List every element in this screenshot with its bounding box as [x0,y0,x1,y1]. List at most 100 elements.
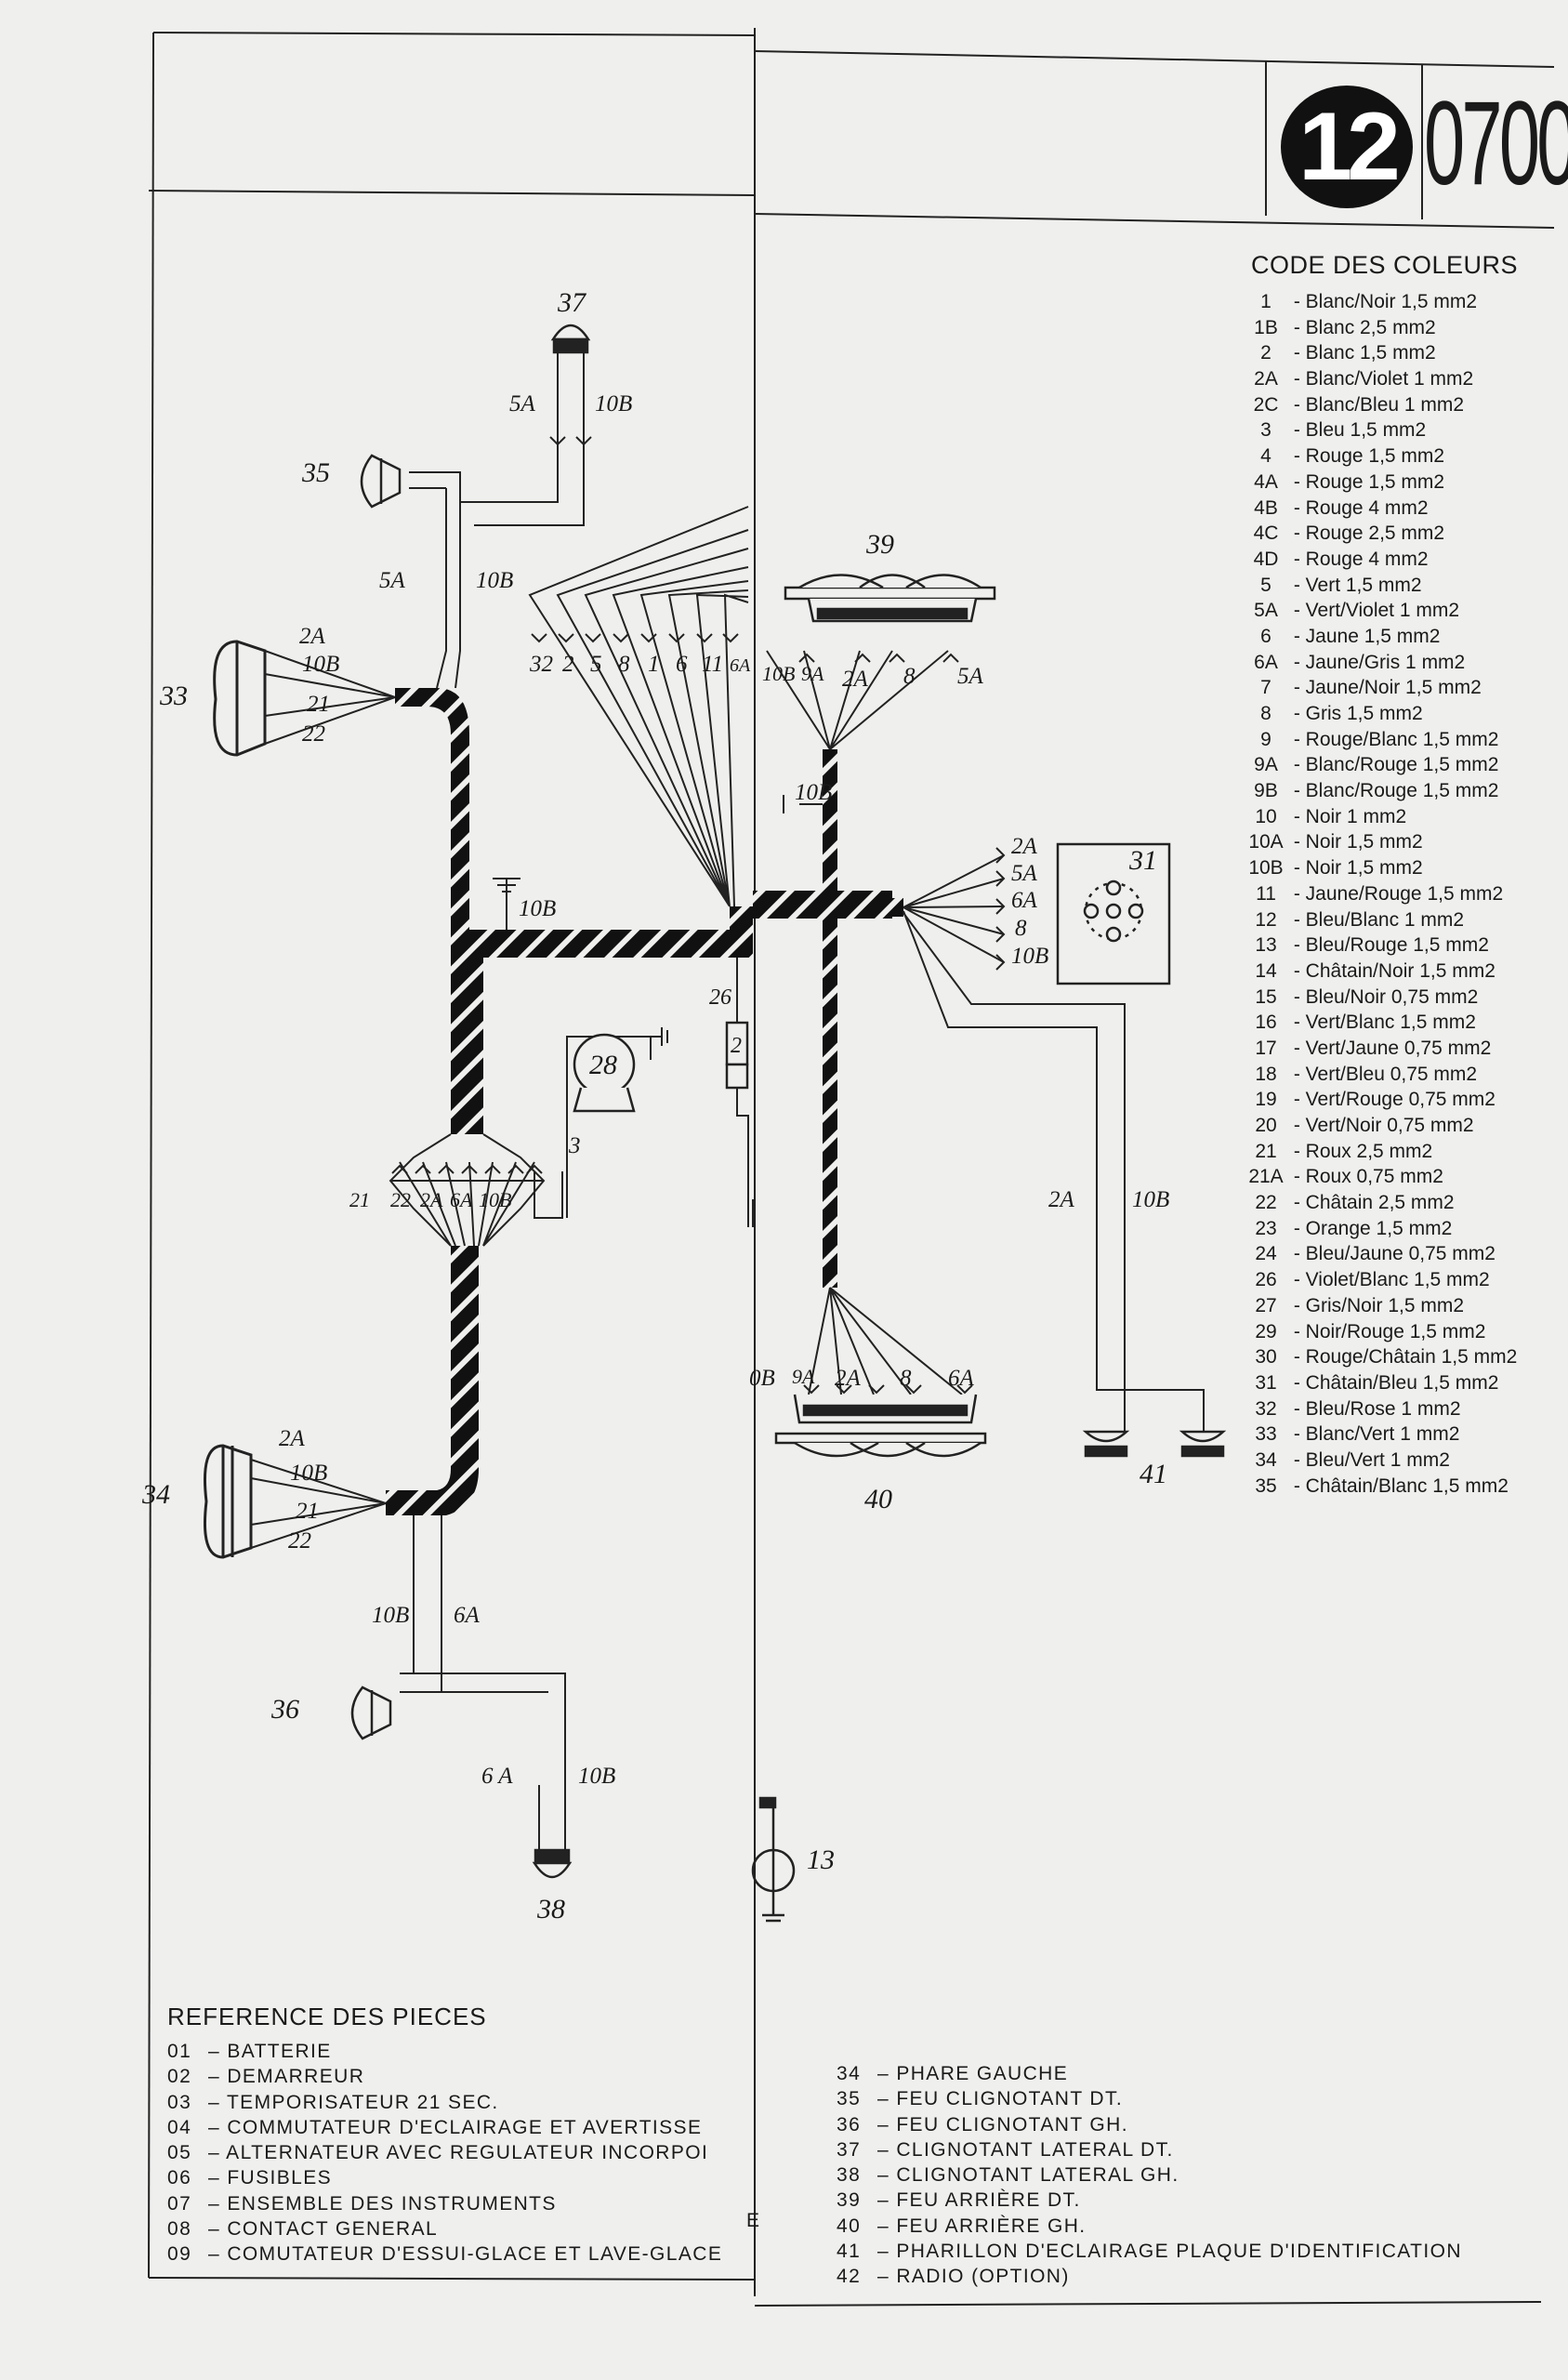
part-item-code: 01 [167,2041,192,2062]
color-code-item-text: Orange 1,5 mm2 [1305,1217,1453,1239]
color-code-item: 27 - Gris/Noir 1,5 mm2 [1244,1293,1517,1319]
wire-label: 6A [730,655,751,676]
color-code-item-text: Bleu/Rose 1 mm2 [1305,1397,1461,1420]
headlamp-33 [213,640,267,757]
color-code-item: 10A - Noir 1,5 mm2 [1244,829,1517,855]
part-item: 40– FEU ARRIÈRE GH. [837,2214,1462,2239]
color-code-item: 31 - Châtain/Bleu 1,5 mm2 [1244,1370,1517,1396]
color-code-item: 9A - Blanc/Rouge 1,5 mm2 [1244,752,1517,778]
color-code-item-text: Vert/Rouge 0,75 mm2 [1305,1089,1496,1111]
main-harness [386,688,903,1515]
wire-label: 21 [296,1499,319,1524]
part-item-separator: – [877,2266,897,2288]
wire-label: 10B [795,780,832,805]
wire-label: 10B [762,662,795,685]
part-item-code: 06 [167,2167,192,2189]
color-code-item-separator: - [1288,651,1306,673]
color-code-item-code: 22 [1255,1192,1277,1214]
wire-label: 6 A [481,1764,513,1789]
color-code-item-text: Jaune/Noir 1,5 mm2 [1305,677,1482,699]
color-code-item: 35 - Châtain/Blanc 1,5 mm2 [1244,1474,1517,1500]
part-item: 06– FUSIBLES [167,2165,753,2190]
label-28: 28 [589,1050,617,1080]
wire-label: 6A [454,1603,481,1628]
color-code-item: 2C - Blanc/Bleu 1 mm2 [1244,392,1517,418]
color-code-item: 30 - Rouge/Châtain 1,5 mm2 [1244,1344,1517,1370]
color-code-item-text: Vert/Noir 0,75 mm2 [1305,1115,1474,1136]
part-item: 09– COMUTATEUR D'ESSUI-GLACE ET LAVE-GLA… [167,2241,753,2267]
color-code-item-code: 8 [1260,703,1272,724]
color-code-item-text: Bleu/Noir 0,75 mm2 [1305,985,1479,1008]
color-code-item-separator: - [1288,625,1306,647]
label-38: 38 [536,1894,565,1924]
wire-label: 10B [1011,944,1048,969]
color-code-item-separator: - [1288,1166,1306,1188]
color-code-item-text: Jaune/Gris 1 mm2 [1305,651,1466,673]
color-code-item-code: 15 [1255,985,1277,1008]
part-item-text: CLIGNOTANT LATERAL DT. [896,2138,1174,2161]
color-code-item-text: Vert/Bleu 0,75 mm2 [1305,1063,1478,1085]
part-item-text: FEU ARRIÈRE DT. [896,2189,1081,2212]
color-code-item-separator: - [1288,342,1306,364]
color-code-item-text: Rouge 4 mm2 [1305,548,1429,570]
color-code-item-code: 6 [1260,625,1272,647]
tail-lamp-40 [774,1394,987,1458]
part-item: 05– ALTERNATEUR AVEC REGULATEUR INCORPOI [167,2140,753,2165]
color-code-item-code: 18 [1255,1063,1277,1085]
color-code-item-code: 2 [1260,342,1272,364]
color-code-item-code: 5 [1260,574,1272,596]
wire-label: 10B [290,1461,327,1486]
color-code-item-separator: - [1288,882,1306,905]
color-code-item-text: Roux 0,75 mm2 [1305,1166,1443,1188]
color-code-item-separator: - [1288,1140,1306,1162]
part-item-text: BATTERIE [227,2041,332,2062]
color-code-item-separator: - [1288,1448,1306,1471]
color-code-item-text: Rouge/Châtain 1,5 mm2 [1305,1346,1518,1368]
wire-label: 2A [420,1188,443,1211]
color-code-item: 26 - Violet/Blanc 1,5 mm2 [1244,1267,1517,1293]
color-code-item-text: Rouge/Blanc 1,5 mm2 [1305,728,1499,750]
color-code-item-code: 20 [1255,1115,1277,1136]
wire-label: 8 [900,1366,912,1391]
margin-letter: E [746,2210,760,2231]
color-code-item: 16 - Vert/Blanc 1,5 mm2 [1244,1010,1517,1036]
color-code-item-separator: - [1288,831,1306,853]
label-39: 39 [865,529,894,560]
color-code-item: 32 - Bleu/Rose 1 mm2 [1244,1396,1517,1422]
color-code-item-text: Noir 1,5 mm2 [1305,857,1423,879]
color-code-item-text: Châtain 2,5 mm2 [1305,1192,1455,1214]
color-code-item: 34 - Bleu/Vert 1 mm2 [1244,1448,1517,1474]
color-code-item-code: 29 [1255,1320,1277,1342]
part-item-code: 07 [167,2192,192,2215]
color-code-item-text: Blanc/Vert 1 mm2 [1305,1423,1460,1446]
color-code-item-separator: - [1288,496,1306,519]
color-code-item-text: Blanc 1,5 mm2 [1305,342,1436,364]
color-code-item-code: 32 [1255,1397,1277,1420]
color-code-item-code: 14 [1255,959,1277,982]
label-36: 36 [270,1694,299,1725]
color-code-item: 12 - Bleu/Blanc 1 mm2 [1244,907,1517,933]
color-code-item-text: Gris 1,5 mm2 [1305,703,1423,724]
wire-label: 2A [279,1426,306,1451]
color-code-item-separator: - [1288,728,1306,750]
color-code-item-separator: - [1288,600,1306,622]
part-item-code: 36 [837,2113,862,2135]
color-code-item: 15 - Bleu/Noir 0,75 mm2 [1244,985,1517,1011]
wire-label: 5A [1011,861,1038,886]
color-code-item-code: 19 [1255,1089,1277,1111]
label-41: 41 [1140,1459,1167,1489]
wire-label: 5A [509,391,536,416]
wire-label: 2A [835,1366,862,1391]
color-code-item: 4A - Rouge 1,5 mm2 [1244,469,1517,496]
color-code-item: 6 - Jaune 1,5 mm2 [1244,624,1517,650]
color-code-item-separator: - [1288,1192,1306,1214]
color-code-item-code: 21A [1248,1166,1284,1188]
lamp-37 [550,324,591,354]
part-item-code: 03 [167,2091,192,2113]
part-item: 34– PHARE GAUCHE [837,2061,1462,2086]
color-code-item-code: 11 [1256,882,1276,905]
color-code-item-code: 3 [1260,419,1272,442]
wire-label: 10B [479,1188,511,1211]
